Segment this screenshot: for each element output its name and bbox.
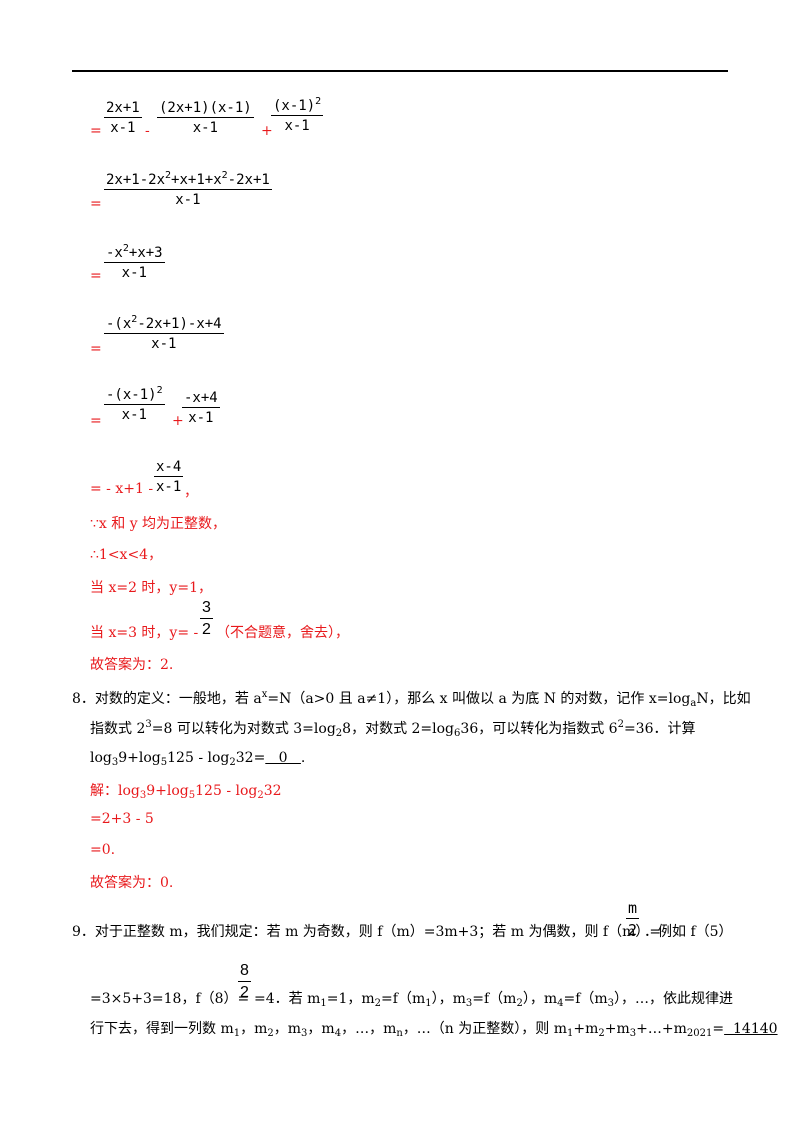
- equals-sign: =: [90, 341, 102, 357]
- fraction: (2x+1)(x-1) x-1: [157, 100, 254, 136]
- case-line: 当 x=2 时，y=1，: [90, 580, 212, 596]
- because-line: ∵x 和 y 均为正整数，: [90, 516, 227, 532]
- plus-sign: +: [172, 413, 184, 429]
- question-9-line-3: 行下去，得到一列数 m1，m2，m3，m4，…，mn，…（n 为正整数），则 m…: [90, 1021, 778, 1039]
- solution-line: =2+3 - 5: [90, 811, 154, 827]
- answer-blank: 14140: [724, 1021, 778, 1037]
- comma: ，: [184, 484, 198, 500]
- fraction: -(x-1)2 x-1: [104, 385, 165, 423]
- fraction: 3 2: [200, 599, 213, 638]
- plus-sign: +: [261, 123, 273, 139]
- fraction: -(x2-2x+1)-x+4 x-1: [104, 314, 224, 352]
- fraction: 8 2: [238, 962, 251, 1001]
- solution-line: 解：log39+log5125 - log232: [90, 783, 282, 801]
- equals-sign: =: [90, 123, 102, 139]
- question-8-line-2: 指数式 23=8 可以转化为对数式 3=log28，对数式 2=log636，可…: [90, 719, 696, 739]
- fraction: x-4 x-1: [154, 459, 184, 495]
- answer-line: 故答案为：0.: [90, 875, 174, 891]
- fraction: 2x+1 x-1: [104, 100, 142, 136]
- fraction: -x+4 x-1: [182, 390, 220, 426]
- therefore-line: ∴1<x<4，: [90, 547, 163, 563]
- question-8-line-3: log39+log5125 - log232= 0 .: [90, 750, 306, 768]
- expression-prefix: = - x+1 -: [90, 481, 154, 497]
- equals-sign: =: [90, 196, 102, 212]
- fraction: m 2: [626, 899, 640, 939]
- answer-blank: 0: [265, 750, 301, 766]
- minus-sign: -: [145, 123, 150, 139]
- header-rule: [72, 70, 728, 72]
- equals-sign: =: [90, 413, 102, 429]
- fraction: -x2+x+3 x-1: [104, 243, 165, 281]
- solution-line: =0.: [90, 842, 116, 858]
- answer-line: 故答案为：2.: [90, 657, 174, 673]
- fraction: (x-1)2 x-1: [271, 96, 324, 134]
- question-8-line-1: 8．对数的定义：一般地，若 ax=N（a>0 且 a≠1），那么 x 叫做以 a…: [72, 689, 751, 709]
- equals-sign: =: [90, 268, 102, 284]
- fraction: 2x+1-2x2+x+1+x2-2x+1 x-1: [104, 170, 272, 208]
